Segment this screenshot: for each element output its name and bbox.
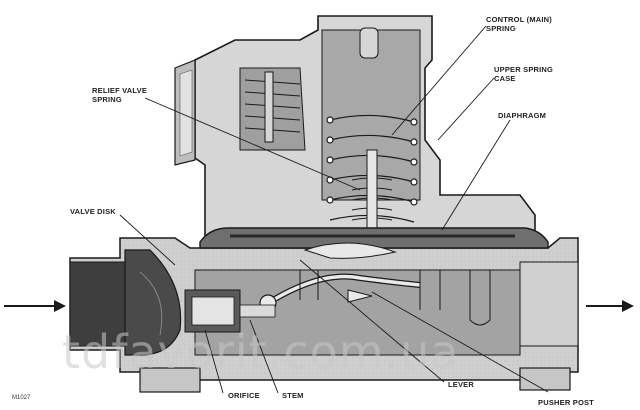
label-control-spring-2: SPRING bbox=[486, 24, 516, 33]
watermark: tdfavorit.com.ua bbox=[62, 325, 460, 379]
label-upper-case-2: CASE bbox=[494, 74, 516, 83]
label-valve-disk: VALVE DISK bbox=[70, 207, 116, 216]
orifice-stem bbox=[184, 289, 276, 333]
label-relief-spring-1: RELIEF VALVE bbox=[92, 86, 147, 95]
diaphragm bbox=[199, 227, 549, 249]
label-control-spring-1: CONTROL (MAIN) bbox=[486, 15, 552, 24]
label-relief-spring-2: SPRING bbox=[92, 95, 122, 104]
valve-disk bbox=[124, 249, 182, 356]
inlet-arrow bbox=[4, 300, 66, 312]
leader-lines bbox=[119, 25, 549, 394]
upper-spring-case bbox=[174, 15, 536, 241]
label-lever: LEVER bbox=[448, 380, 474, 389]
label-stem: STEM bbox=[282, 391, 304, 400]
lever-assembly bbox=[259, 242, 421, 312]
outlet-arrow bbox=[586, 300, 634, 312]
valve-body bbox=[69, 237, 579, 393]
label-upper-case-1: UPPER SPRING bbox=[494, 65, 553, 74]
relief-valve-spring bbox=[244, 71, 301, 143]
figure-code: M1027 bbox=[12, 395, 31, 401]
label-orifice: ORIFICE bbox=[228, 391, 260, 400]
label-diaphragm: DIAPHRAGM bbox=[498, 111, 546, 120]
label-pusher-post: PUSHER POST bbox=[538, 398, 594, 407]
